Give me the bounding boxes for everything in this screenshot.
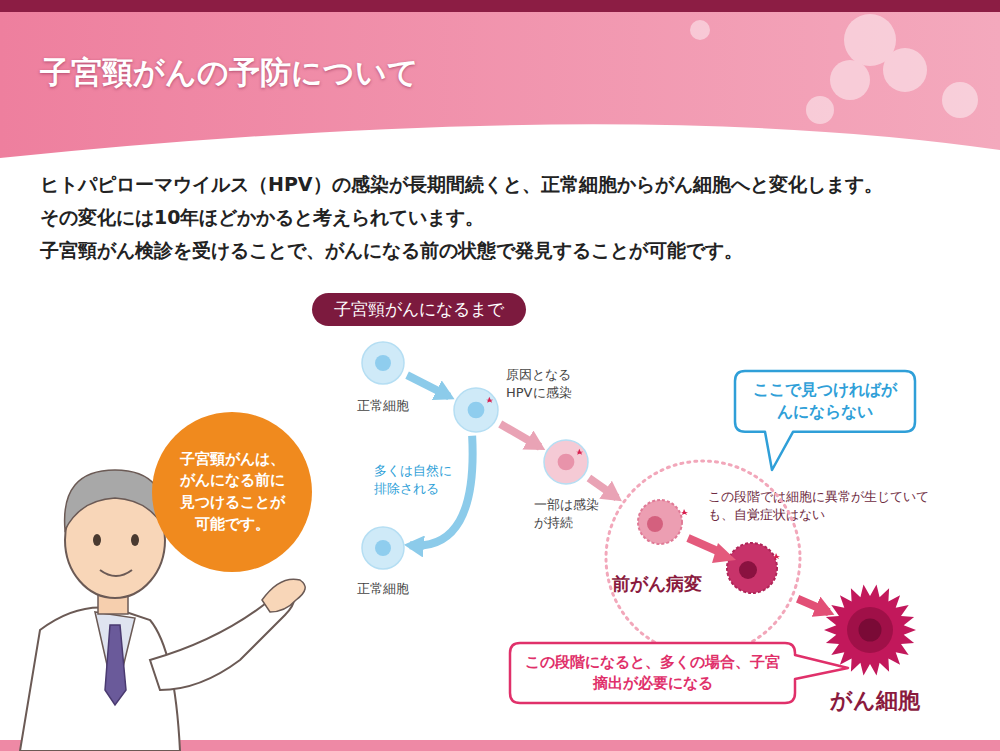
region-node: 前がん病変 (602, 457, 804, 659)
bubble-text: 子宮頸がんは、がんになる前に見つけることが可能です。 (174, 449, 290, 536)
pill-text: 子宮頸がんになるまで (312, 293, 526, 326)
flow-arrow (798, 599, 829, 612)
region-outline (602, 457, 804, 659)
cancer-nucleus (859, 619, 882, 642)
cell-node: 原因となるHPVに感染 (450, 384, 502, 436)
intro-text: 子宮頸がん検診を受けることで、がんになる前の状態で発見することが可能です。 (40, 238, 970, 264)
hpv-mark (486, 397, 493, 403)
cell-shape (358, 523, 408, 573)
cell-label: 原因となるHPVに感染 (506, 366, 580, 401)
flow-arrow (500, 424, 540, 447)
intro-text: その変化には10年ほどかかると考えられています。 (40, 205, 970, 231)
edge-label: 多くは自然に排除される (374, 462, 458, 498)
header-band (0, 0, 1000, 158)
intro-text: ヒトパピローマウイルス（HPV）の感染が長期間続くと、正常細胞からがん細胞へと変… (40, 172, 970, 198)
top-strip (0, 0, 1000, 12)
callout-border (735, 371, 915, 470)
cell-nucleus (558, 454, 575, 471)
cell-body (454, 388, 498, 432)
cell-nucleus (468, 402, 485, 419)
cell-node: 一部は感染が持続 (540, 436, 592, 488)
cell-shape (540, 436, 592, 488)
cell-label: 正常細胞 (357, 580, 417, 598)
cell-shape (358, 338, 408, 388)
cell-outline (450, 384, 502, 436)
flow-arrow (407, 375, 449, 396)
cell-shape (450, 384, 502, 436)
cancer-core (847, 607, 893, 653)
cell-nucleus (375, 540, 391, 556)
cancer-label: がん細胞 (830, 686, 920, 716)
cell-node: 正常細胞 (358, 338, 408, 388)
cell-label: 正常細胞 (357, 397, 417, 415)
cell-outline (358, 338, 408, 388)
cancer-spikes (824, 585, 916, 676)
note-text: この段階では細胞に異常が生じていても、自覚症状はない (708, 488, 930, 523)
callout-text: ここで見つければがんにならない (735, 371, 915, 432)
page-title: 子宮頸がんの予防について (40, 52, 419, 94)
cell-body (544, 440, 588, 484)
cell-body (362, 527, 404, 569)
pill-node: 子宮頸がんになるまで (312, 293, 526, 326)
cell-outline (540, 436, 592, 488)
bubble-node: 子宮頸がんは、がんになる前に見つけることが可能です。 (152, 412, 312, 572)
callout-node: ここで見つければがんにならない (735, 371, 915, 432)
cell-node: 正常細胞 (358, 523, 408, 573)
flow-arrow (589, 478, 617, 498)
region-label: 前がん病変 (612, 572, 702, 596)
region-outline (606, 461, 800, 655)
callout-shape (510, 643, 795, 703)
callout-border (510, 643, 848, 703)
hpv-mark (576, 449, 583, 455)
cell-outline (358, 523, 408, 573)
cell-nucleus (375, 355, 391, 371)
cell-label: 一部は感染が持続 (534, 496, 606, 531)
region-shape (602, 457, 804, 659)
flower-decor (690, 14, 978, 124)
callout-outline (510, 643, 795, 703)
callout-text: この段階になると、多くの場合、子宮摘出が必要になる (510, 644, 795, 702)
callout-node: この段階になると、多くの場合、子宮摘出が必要になる (510, 643, 795, 703)
cell-body (362, 342, 404, 384)
